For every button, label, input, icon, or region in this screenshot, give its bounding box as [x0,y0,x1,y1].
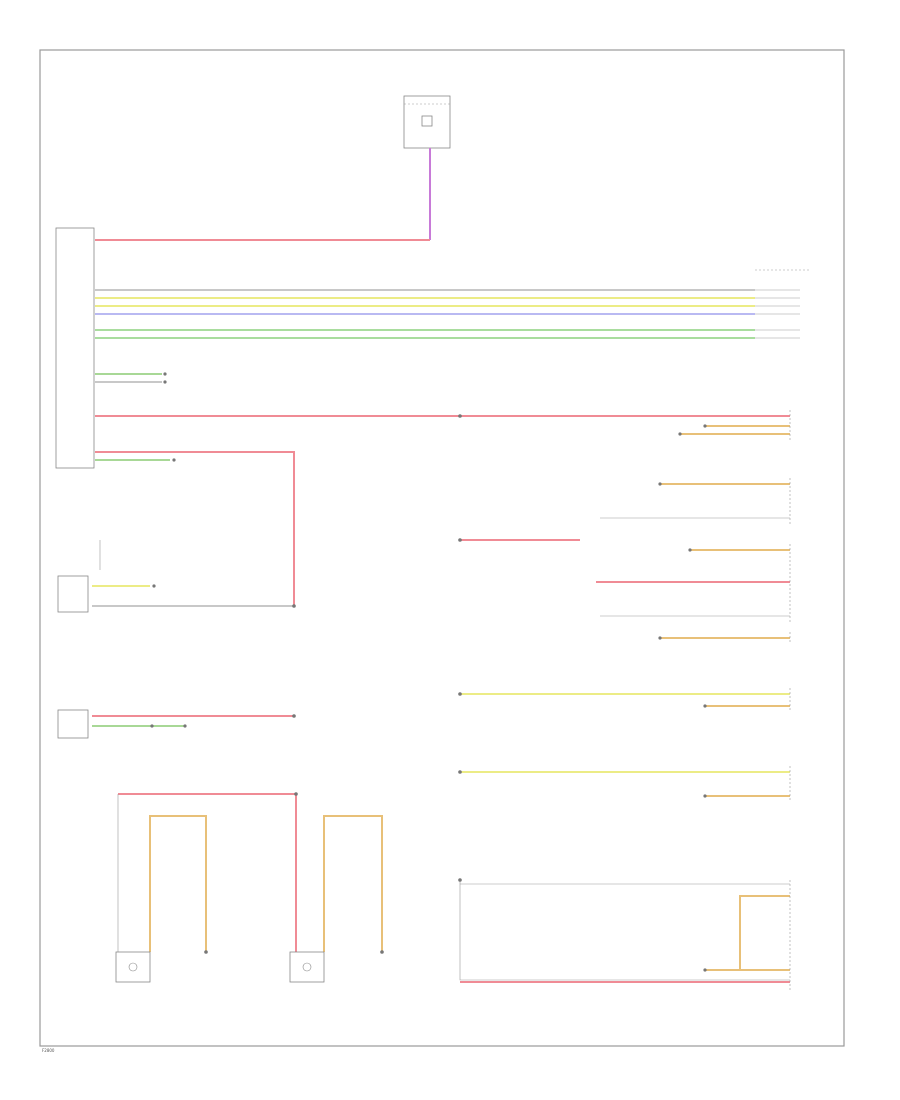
bus-connector-right [755,269,810,339]
seat-heater-right [289,951,325,983]
wire-seat-right-loop [323,815,383,952]
control-module-left [55,227,95,469]
wire-seat-left-loop [149,815,207,952]
wire-right-bottom-gray [459,880,790,981]
wire-right-bottom-loop [739,895,790,970]
switch-left [57,540,101,613]
diagram-frame [39,49,845,1047]
fuse-box-top [403,95,451,149]
diagram-id: F2800 [42,1048,55,1053]
wire-red-down [95,451,295,606]
seat-heater-left [115,951,151,983]
sensor-left [57,709,89,739]
